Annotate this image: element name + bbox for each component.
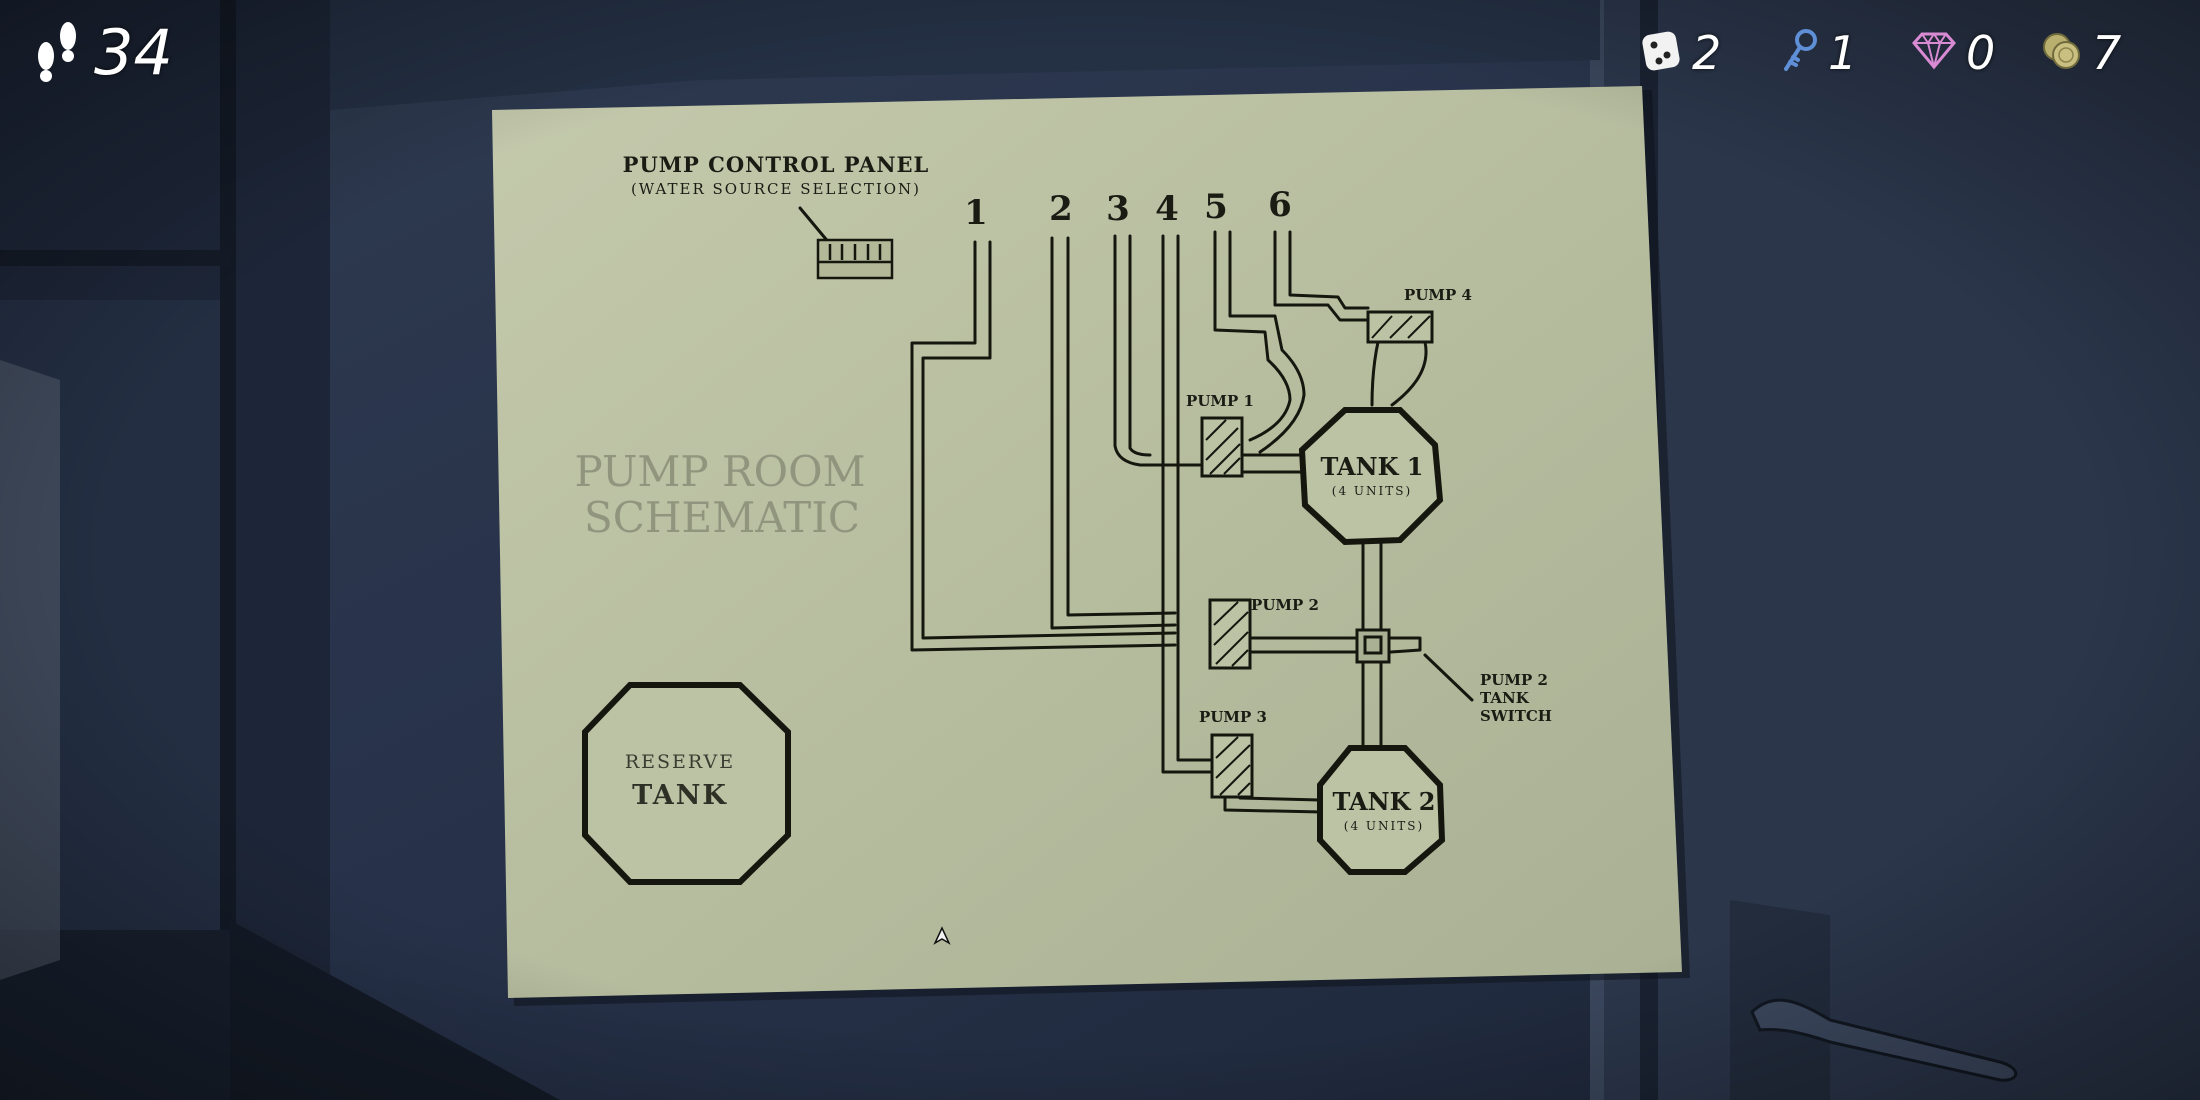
control-panel-title: PUMP CONTROL PANEL — [623, 152, 930, 177]
gem-icon — [1910, 31, 1958, 75]
pipe-number-1: 1 — [964, 193, 988, 233]
keys-value: 1 — [1828, 26, 1858, 80]
pump-1-box — [1200, 416, 1244, 478]
steps-value: 34 — [94, 16, 173, 89]
pump-3-label: PUMP 3 — [1199, 708, 1267, 726]
gems-counter: 0 — [1910, 18, 1995, 88]
dice-icon — [1640, 27, 1684, 79]
pipe-number-3: 3 — [1106, 189, 1130, 229]
pump-hatching — [1205, 315, 1431, 796]
coins-counter: 7 — [2040, 18, 2121, 88]
pipe-number-4: 4 — [1155, 189, 1179, 229]
key-icon — [1780, 27, 1820, 79]
control-panel-subtitle: (WATER SOURCE SELECTION) — [631, 180, 921, 198]
reserve-tank — [582, 682, 791, 885]
steps-counter: 34 — [30, 18, 173, 88]
keys-counter: 1 — [1780, 18, 1857, 88]
pump-2-label: PUMP 2 — [1251, 596, 1319, 614]
coins-value: 7 — [2092, 26, 2122, 80]
pipe-number-6: 6 — [1268, 185, 1292, 225]
pump-4-label: PUMP 4 — [1404, 286, 1472, 304]
pump-2-box — [1208, 598, 1252, 670]
tank-2-units: (4 UNITS) — [1344, 819, 1424, 833]
pump-2-tank-switch — [1355, 628, 1391, 664]
switch-label-line2: TANK — [1480, 689, 1530, 707]
footsteps-icon — [30, 18, 86, 88]
reserve-tank-line1: RESERVE — [625, 751, 735, 773]
pump-control-panel — [816, 238, 894, 280]
switch-label-line3: SWITCH — [1480, 707, 1552, 725]
tank-1 — [1298, 407, 1444, 546]
pump-1-label: PUMP 1 — [1186, 392, 1254, 410]
schematic-title-line1: PUMP ROOM — [574, 447, 865, 496]
tank-1-units: (4 UNITS) — [1332, 484, 1412, 498]
tank-2-name: TANK 2 — [1332, 787, 1435, 816]
reserve-tank-line2: TANK — [632, 780, 728, 811]
dice-counter: 2 — [1640, 18, 1721, 88]
tank-2 — [1317, 745, 1446, 875]
schematic-title-line2: SCHEMATIC — [584, 493, 860, 542]
tank-1-name: TANK 1 — [1320, 452, 1423, 481]
pumps — [1200, 310, 1434, 799]
pipe-number-5: 5 — [1204, 187, 1228, 227]
switch-label-line1: PUMP 2 — [1480, 671, 1548, 689]
gems-value: 0 — [1966, 26, 1996, 80]
pipe-number-2: 2 — [1049, 189, 1073, 229]
coins-icon — [2040, 29, 2084, 77]
cursor-icon — [933, 926, 951, 945]
dice-value: 2 — [1692, 26, 1722, 80]
